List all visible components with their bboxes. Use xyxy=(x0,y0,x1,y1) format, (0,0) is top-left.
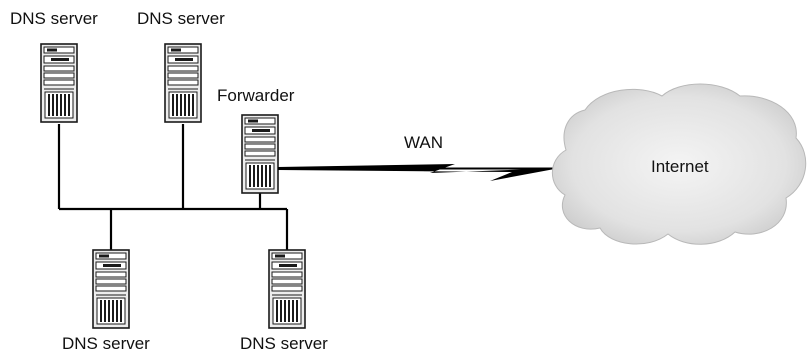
cloud-icon xyxy=(551,83,807,245)
dns-server-bottom-left xyxy=(92,249,130,329)
dns-server-top-right xyxy=(164,43,202,123)
server-icon xyxy=(40,43,78,123)
label-dns-top-right: DNS server xyxy=(137,9,225,28)
server-icon xyxy=(92,249,130,329)
label-dns-top-left: DNS server xyxy=(10,9,98,28)
label-forwarder: Forwarder xyxy=(217,86,295,105)
label-dns-bottom-left: DNS server xyxy=(62,334,150,353)
label-wan: WAN xyxy=(404,133,443,152)
wan-link-bolt xyxy=(278,164,560,181)
forwarder-server xyxy=(241,114,279,194)
dns-server-bottom-right xyxy=(268,249,306,329)
dns-server-top-left xyxy=(40,43,78,123)
label-dns-bottom-right: DNS server xyxy=(240,334,328,353)
label-internet: Internet xyxy=(651,157,709,176)
server-icon xyxy=(268,249,306,329)
internet-cloud xyxy=(551,83,807,245)
server-icon xyxy=(164,43,202,123)
network-bus xyxy=(57,124,289,252)
server-icon xyxy=(241,114,279,194)
